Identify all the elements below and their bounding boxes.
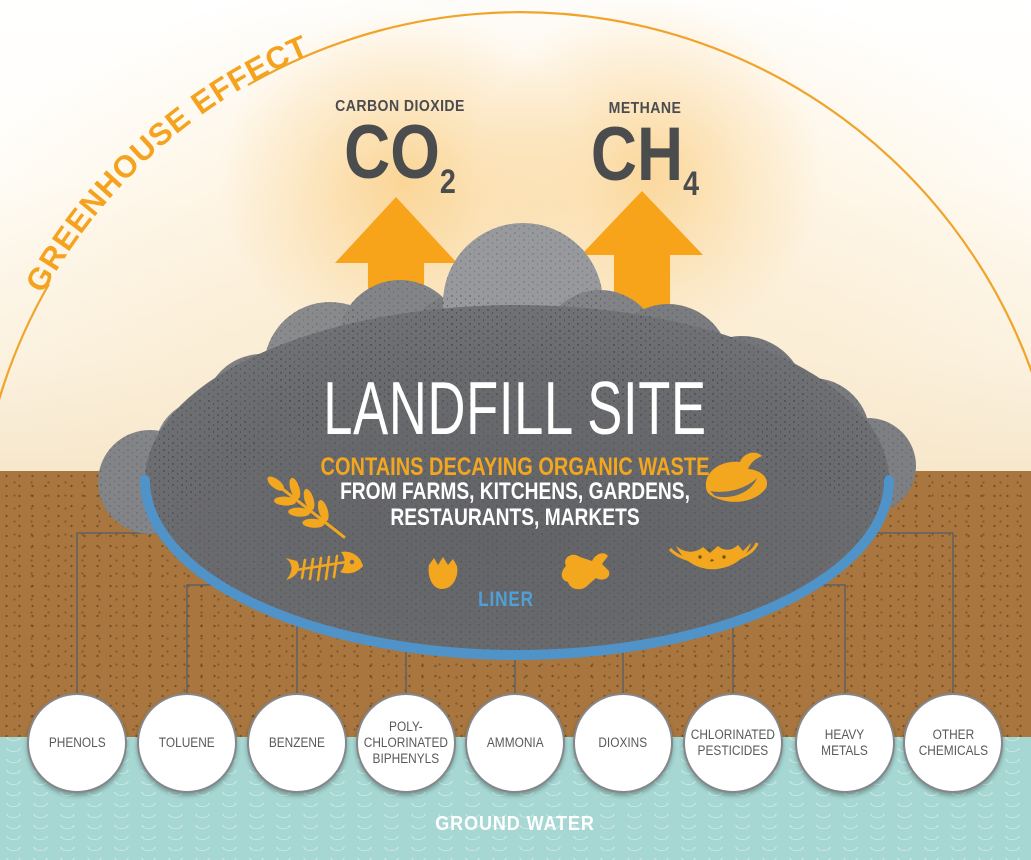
chemical-label: POLY- CHLORINATED BIPHENYLS [363,718,449,767]
chemical-circle-benzene: BENZENE [247,693,347,793]
banana-peel-icon [705,452,768,502]
landfill-title: LANDFILL SITE [323,366,707,450]
co2-formula-subscript: 2 [439,163,456,202]
chemical-label: BENZENE [268,734,326,750]
chemical-circle-phenols: PHENOLS [27,693,127,793]
chemical-circle-toluene: TOLUENE [137,693,237,793]
connector-other-chemicals [871,532,954,696]
co2-formula-base: CO [344,110,440,195]
meat-scrap-icon [561,553,610,590]
chemical-label: DIOXINS [598,734,648,750]
arc-line-left [0,283,50,401]
chemical-circle-chlorinated-pesticides: CHLORINATED PESTICIDES [683,693,783,793]
chemical-label: OTHER CHEMICALS [918,726,988,758]
carbon-dioxide-block: CARBON DIOXIDE CO2 [295,98,505,200]
carbon-dioxide-label: CARBON DIOXIDE [335,98,465,115]
ch4-formula: CH4 [557,117,733,202]
chemical-label: TOLUENE [159,734,215,750]
chemical-circle-ammonia: AMMONIA [465,693,565,793]
wheat-icon [267,476,346,539]
methane-block: METHANE CH4 [540,100,750,202]
chemical-circle-pcb: POLY- CHLORINATED BIPHENYLS [356,693,456,793]
connector-phenols [76,532,163,696]
chemical-circle-other-chemicals: OTHER CHEMICALS [903,693,1003,793]
chemical-label: HEAVY METALS [821,726,869,758]
liner-label: LINER [478,588,534,611]
landfill-subtitle: CONTAINS DECAYING ORGANIC WASTE [320,453,710,481]
ch4-formula-base: CH [590,112,684,197]
chemical-circle-heavy-metals: HEAVY METALS [795,693,895,793]
chemical-label: PHENOLS [48,734,106,750]
chemical-circle-dioxins: DIOXINS [573,693,673,793]
arc-line-right [247,11,1031,374]
watermelon-rind-icon [668,542,759,570]
connector-toluene [186,584,220,696]
eggshell-icon [428,557,458,589]
chemical-label: CHLORINATED PESTICIDES [690,726,776,758]
landfill-description: FROM FARMS, KITCHENS, GARDENS, RESTAURAN… [340,478,690,531]
methane-label: METHANE [608,100,682,117]
connector-heavy-metals [814,584,846,696]
groundwater-label: GROUND WATER [435,813,595,835]
liner-band [140,475,894,660]
co2-formula: CO2 [312,115,488,200]
fish-bone-icon [285,551,363,582]
ch4-formula-subscript: 4 [683,165,700,204]
chemical-label: AMMONIA [486,734,544,750]
